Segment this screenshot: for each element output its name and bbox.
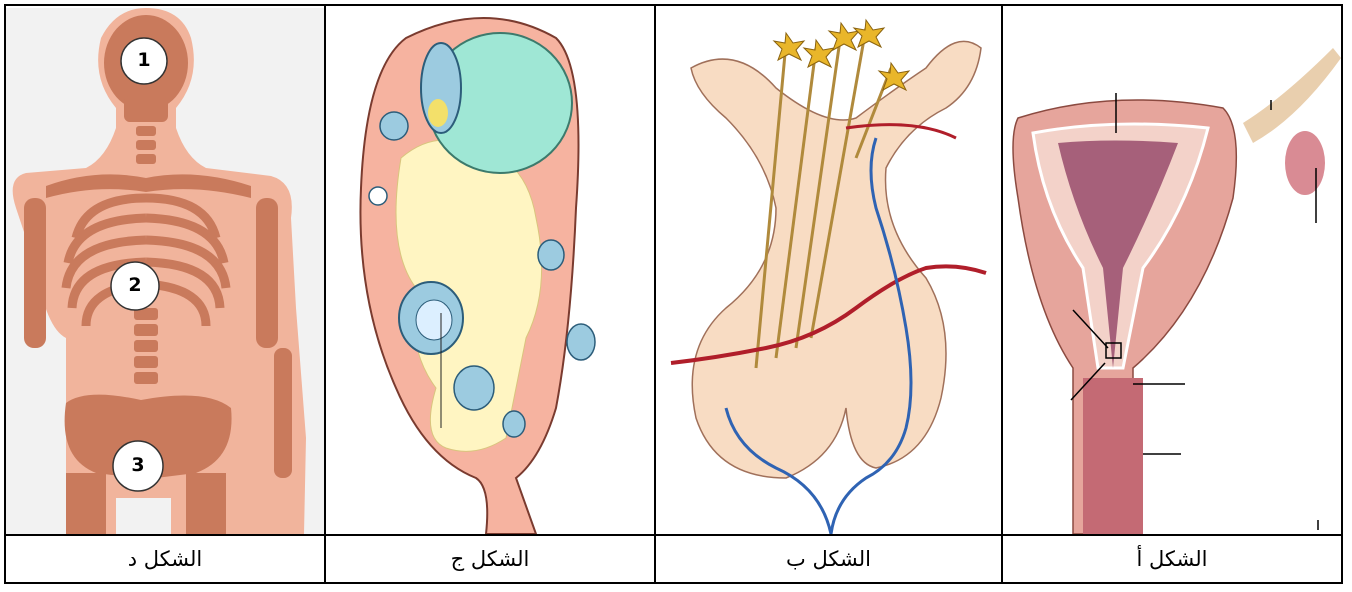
figure-table: 1 2 3 — [4, 4, 1343, 584]
caption-fig-a: الشكل أ — [1003, 536, 1341, 582]
caption-fig-d: الشكل د — [6, 536, 324, 582]
label-1: 1 — [121, 49, 167, 71]
figure-a-uterus — [1003, 8, 1341, 534]
figure-c-ovary — [326, 8, 654, 534]
figure-d-skeleton: 1 2 3 — [6, 8, 324, 534]
caption-fig-b: الشكل ب — [656, 536, 1001, 582]
caption-fig-c: الشكل ج — [326, 536, 654, 582]
label-2: 2 — [111, 274, 159, 296]
label-3: 3 — [113, 454, 163, 476]
figure-b-testes — [656, 8, 1001, 534]
